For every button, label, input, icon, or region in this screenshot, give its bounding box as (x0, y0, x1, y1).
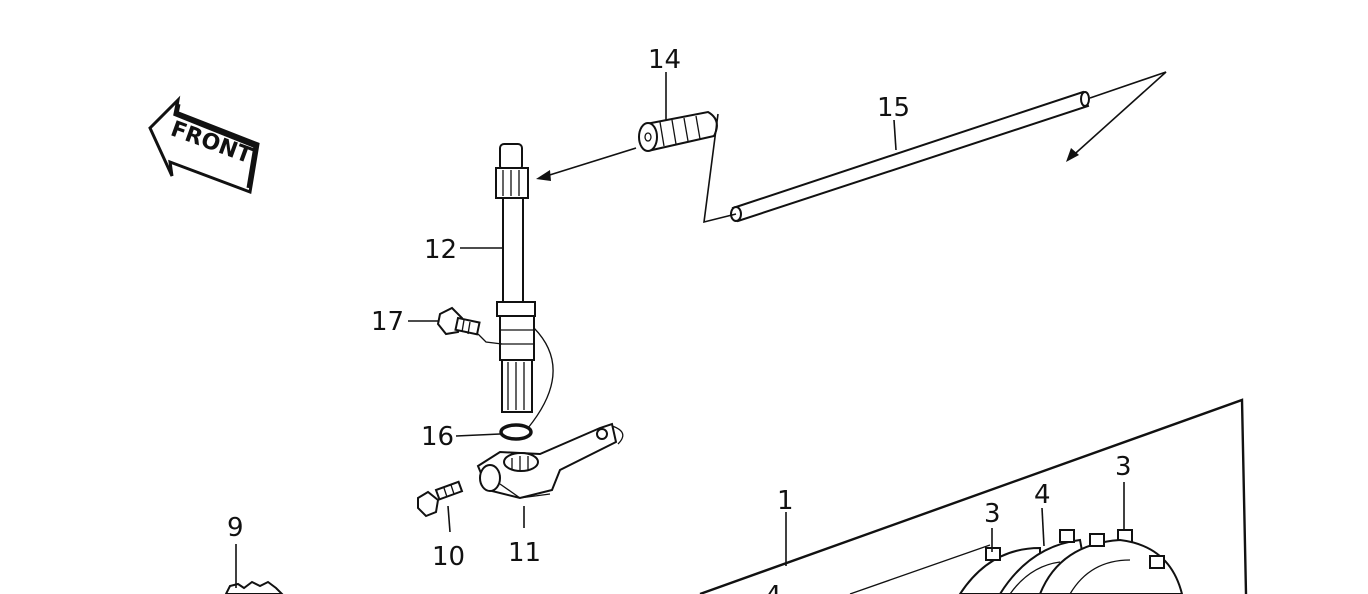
gear-9 (224, 580, 284, 594)
label-part-16: 16 (421, 422, 454, 452)
washer-16 (499, 423, 533, 441)
label-part-12: 12 (424, 235, 457, 265)
label-part-1: 1 (777, 486, 794, 516)
push-rod (703, 71, 1167, 224)
front-arrow-icon: FRONT (148, 95, 260, 195)
bolt-17 (436, 306, 503, 345)
pedal-rubber (536, 110, 718, 181)
shift-shaft (495, 143, 554, 429)
label-part-11: 11 (508, 538, 541, 568)
label-part-15: 15 (877, 93, 910, 123)
label-part-3a: 3 (984, 499, 1001, 529)
leader-lines (235, 72, 1125, 588)
label-part-4b: 4 (765, 581, 782, 594)
label-part-14: 14 (648, 45, 681, 75)
shift-lever-11 (476, 422, 624, 500)
part-labels: 14 15 12 17 16 9 10 11 1 3 4 3 4 (227, 45, 1132, 594)
label-part-10: 10 (432, 542, 465, 572)
bolt-10 (417, 480, 464, 518)
label-part-17: 17 (371, 307, 404, 337)
label-part-4a: 4 (1034, 480, 1051, 510)
clutch-assembly (699, 398, 1248, 594)
label-part-3b: 3 (1115, 452, 1132, 482)
label-part-9: 9 (227, 513, 244, 543)
